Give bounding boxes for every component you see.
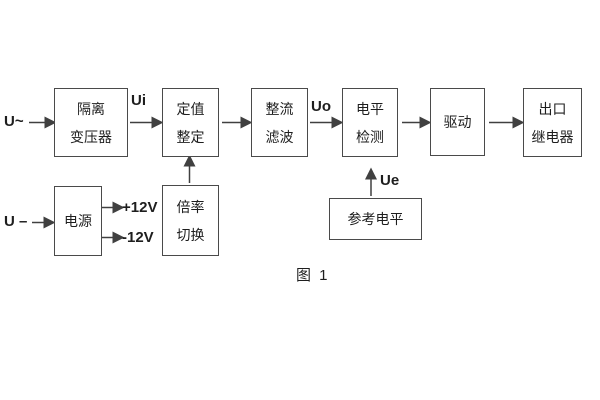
block-label-line: 切换	[176, 226, 205, 243]
block-label-line: 检测	[356, 128, 384, 145]
block-label-line: 电源	[64, 213, 92, 229]
block-power-supply: 电源	[54, 186, 102, 256]
block-output-relay: 出口 继电器	[523, 88, 582, 157]
block-level-detection: 电平 检测	[342, 88, 398, 157]
block-driver: 驱动	[430, 88, 485, 156]
block-label-line: 出口	[538, 100, 567, 117]
block-label-line: 滤波	[265, 128, 294, 145]
label-plus-12v: +12V	[122, 199, 158, 216]
label-ui: Ui	[131, 92, 146, 109]
label-ac-input: U~	[4, 113, 24, 130]
label-dc-input: U –	[4, 213, 28, 230]
block-isolation-transformer: 隔离 变压器	[54, 88, 128, 157]
block-label-line: 定值	[176, 100, 205, 117]
figure-caption: 图 1	[296, 267, 330, 284]
block-label-line: 驱动	[443, 114, 472, 130]
block-label-line: 整流	[265, 100, 294, 117]
block-setting-adjustment: 定值 整定	[162, 88, 219, 157]
label-minus-12v: -12V	[122, 229, 154, 246]
block-label-line: 隔离	[77, 100, 105, 117]
block-ratio-switch: 倍率 切换	[162, 185, 219, 256]
block-label-line: 电平	[356, 100, 384, 117]
block-label-line: 继电器	[531, 128, 574, 145]
block-label-line: 倍率	[176, 198, 205, 215]
label-ue: Ue	[380, 172, 400, 189]
block-label-line: 变压器	[70, 128, 112, 145]
block-label-line: 参考电平	[347, 211, 404, 227]
block-label-line: 整定	[176, 128, 205, 145]
block-reference-level: 参考电平	[329, 198, 422, 240]
block-rectifier-filter: 整流 滤波	[251, 88, 308, 157]
label-uo: Uo	[311, 98, 331, 115]
